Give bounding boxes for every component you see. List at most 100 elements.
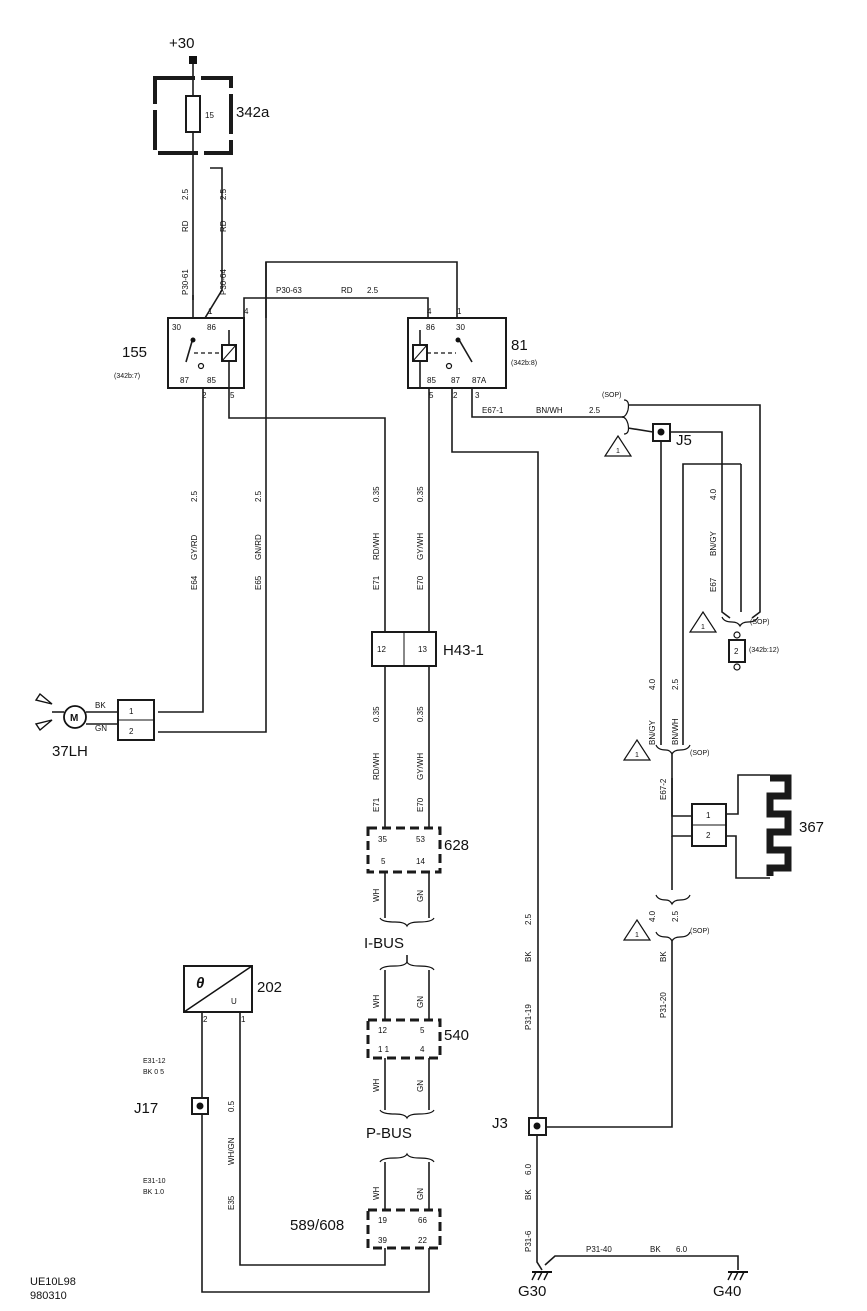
svg-text:GN: GN — [416, 890, 425, 902]
wire-e71 — [228, 388, 386, 632]
svg-text:WH: WH — [372, 1186, 381, 1200]
svg-text:2.5: 2.5 — [524, 913, 533, 925]
svg-text:4.0: 4.0 — [709, 488, 718, 500]
svg-text:U: U — [231, 997, 237, 1006]
wire-e31-ground — [201, 1012, 430, 1293]
svg-text:14: 14 — [416, 857, 425, 866]
svg-text:22: 22 — [418, 1236, 427, 1245]
svg-text:0.35: 0.35 — [372, 486, 381, 502]
wire-p30-63-labels: P30-63 RD 2.5 — [276, 286, 379, 295]
svg-text:30: 30 — [456, 323, 465, 332]
svg-text:BK 0 5: BK 0 5 — [143, 1069, 164, 1076]
svg-text:2.5: 2.5 — [254, 490, 263, 502]
svg-text:5: 5 — [230, 391, 235, 400]
relay-155-ref: (342b:7) — [114, 373, 140, 380]
svg-text:J3: J3 — [492, 1115, 508, 1132]
svg-text:BK: BK — [650, 1245, 661, 1254]
svg-text:13: 13 — [418, 645, 427, 654]
warn-3: 1 — [622, 738, 652, 761]
heater-element — [766, 774, 792, 876]
svg-text:87A: 87A — [472, 376, 487, 385]
svg-text:RD: RD — [219, 220, 228, 232]
svg-text:BN/WH: BN/WH — [671, 718, 680, 745]
i-bus-label: I-BUS — [364, 935, 404, 952]
fuse-box-342a: 15 342a — [153, 76, 270, 155]
svg-text:66: 66 — [418, 1216, 427, 1225]
svg-text:53: 53 — [416, 835, 425, 844]
svg-text:GY/WH: GY/WH — [416, 533, 425, 560]
svg-text:P31-40: P31-40 — [586, 1245, 612, 1254]
svg-text:39: 39 — [378, 1236, 387, 1245]
svg-text:WH: WH — [372, 888, 381, 902]
svg-text:5: 5 — [420, 1026, 425, 1035]
svg-text:1: 1 — [635, 932, 639, 939]
wire-labels-h43-628: 0.35 RD/WH E71 0.35 GY/WH E70 — [372, 706, 425, 812]
svg-text:0.5: 0.5 — [227, 1100, 236, 1112]
svg-text:E65: E65 — [254, 575, 263, 590]
warn-4: 1 — [622, 918, 652, 941]
svg-text:GY/WH: GY/WH — [416, 753, 425, 780]
svg-text:4: 4 — [427, 307, 432, 316]
svg-text:P31-20: P31-20 — [659, 992, 668, 1018]
wire-e64 — [158, 388, 204, 713]
svg-text:4: 4 — [420, 1045, 425, 1054]
svg-text:RD: RD — [181, 220, 190, 232]
svg-text:12: 12 — [378, 1026, 387, 1035]
connector-367: 1 2 — [691, 803, 727, 847]
589-id: 589/608 — [290, 1217, 344, 1234]
svg-text:E71: E71 — [372, 575, 381, 590]
ground-g30: G30 — [518, 1271, 552, 1300]
svg-text:1: 1 — [129, 707, 134, 716]
svg-text:1: 1 — [616, 448, 620, 455]
svg-text:30: 30 — [172, 323, 181, 332]
svg-text:GN: GN — [416, 1188, 425, 1200]
svg-text:87: 87 — [180, 376, 189, 385]
svg-text:2.5: 2.5 — [589, 406, 601, 415]
svg-text:BK 1.0: BK 1.0 — [143, 1189, 164, 1196]
svg-text:GN: GN — [416, 1080, 425, 1092]
wire-p30-63 — [243, 297, 429, 318]
wire-p31-40 — [544, 1255, 739, 1270]
svg-text:2.5: 2.5 — [181, 188, 190, 200]
supply-label: +30 — [169, 35, 194, 52]
connector-540: 12 5 1 1 4 540 — [366, 1018, 469, 1060]
svg-text:(342b:12): (342b:12) — [749, 647, 779, 654]
svg-text:2.5: 2.5 — [367, 286, 379, 295]
sensor-id: 202 — [257, 979, 282, 996]
svg-text:BN/GY: BN/GY — [648, 719, 657, 745]
svg-text:E35: E35 — [227, 1195, 236, 1210]
footer-date: 980310 — [30, 1290, 67, 1302]
svg-text:0.35: 0.35 — [372, 706, 381, 722]
svg-text:2: 2 — [203, 1015, 208, 1024]
relay-81: 86 30 4 1 85 87 87A 5 2 3 81 (342b:8) — [407, 307, 537, 400]
svg-text:GN: GN — [95, 724, 107, 733]
svg-text:4.0: 4.0 — [648, 678, 657, 690]
svg-text:1: 1 — [208, 307, 213, 316]
svg-text:GN: GN — [416, 996, 425, 1008]
svg-text:0.35: 0.35 — [416, 486, 425, 502]
sensor-202: θ U 202 2 1 — [183, 965, 282, 1024]
svg-text:E70: E70 — [416, 797, 425, 812]
svg-text:1 1: 1 1 — [378, 1045, 390, 1054]
svg-text:0.35: 0.35 — [416, 706, 425, 722]
svg-text:E67-2: E67-2 — [659, 778, 668, 800]
svg-text:WH: WH — [372, 994, 381, 1008]
warn-1: 1 — [603, 434, 633, 457]
motor-37lh: M BK GN 1 2 37LH — [34, 692, 155, 760]
svg-text:1: 1 — [635, 752, 639, 759]
svg-text:P30-61: P30-61 — [181, 269, 190, 295]
svg-text:E31-12: E31-12 — [143, 1058, 166, 1065]
p-bus-label: P-BUS — [366, 1125, 412, 1142]
svg-text:E67-1: E67-1 — [482, 406, 504, 415]
svg-text:5: 5 — [381, 857, 386, 866]
svg-text:5: 5 — [429, 391, 434, 400]
fuse-number: 15 — [205, 111, 214, 120]
svg-text:2: 2 — [706, 831, 711, 840]
svg-text:2: 2 — [453, 391, 458, 400]
h43-id: H43-1 — [443, 642, 484, 659]
svg-text:2.5: 2.5 — [219, 188, 228, 200]
540-id: 540 — [444, 1027, 469, 1044]
svg-text:(SOP): (SOP) — [690, 750, 709, 757]
svg-text:RD: RD — [341, 286, 353, 295]
